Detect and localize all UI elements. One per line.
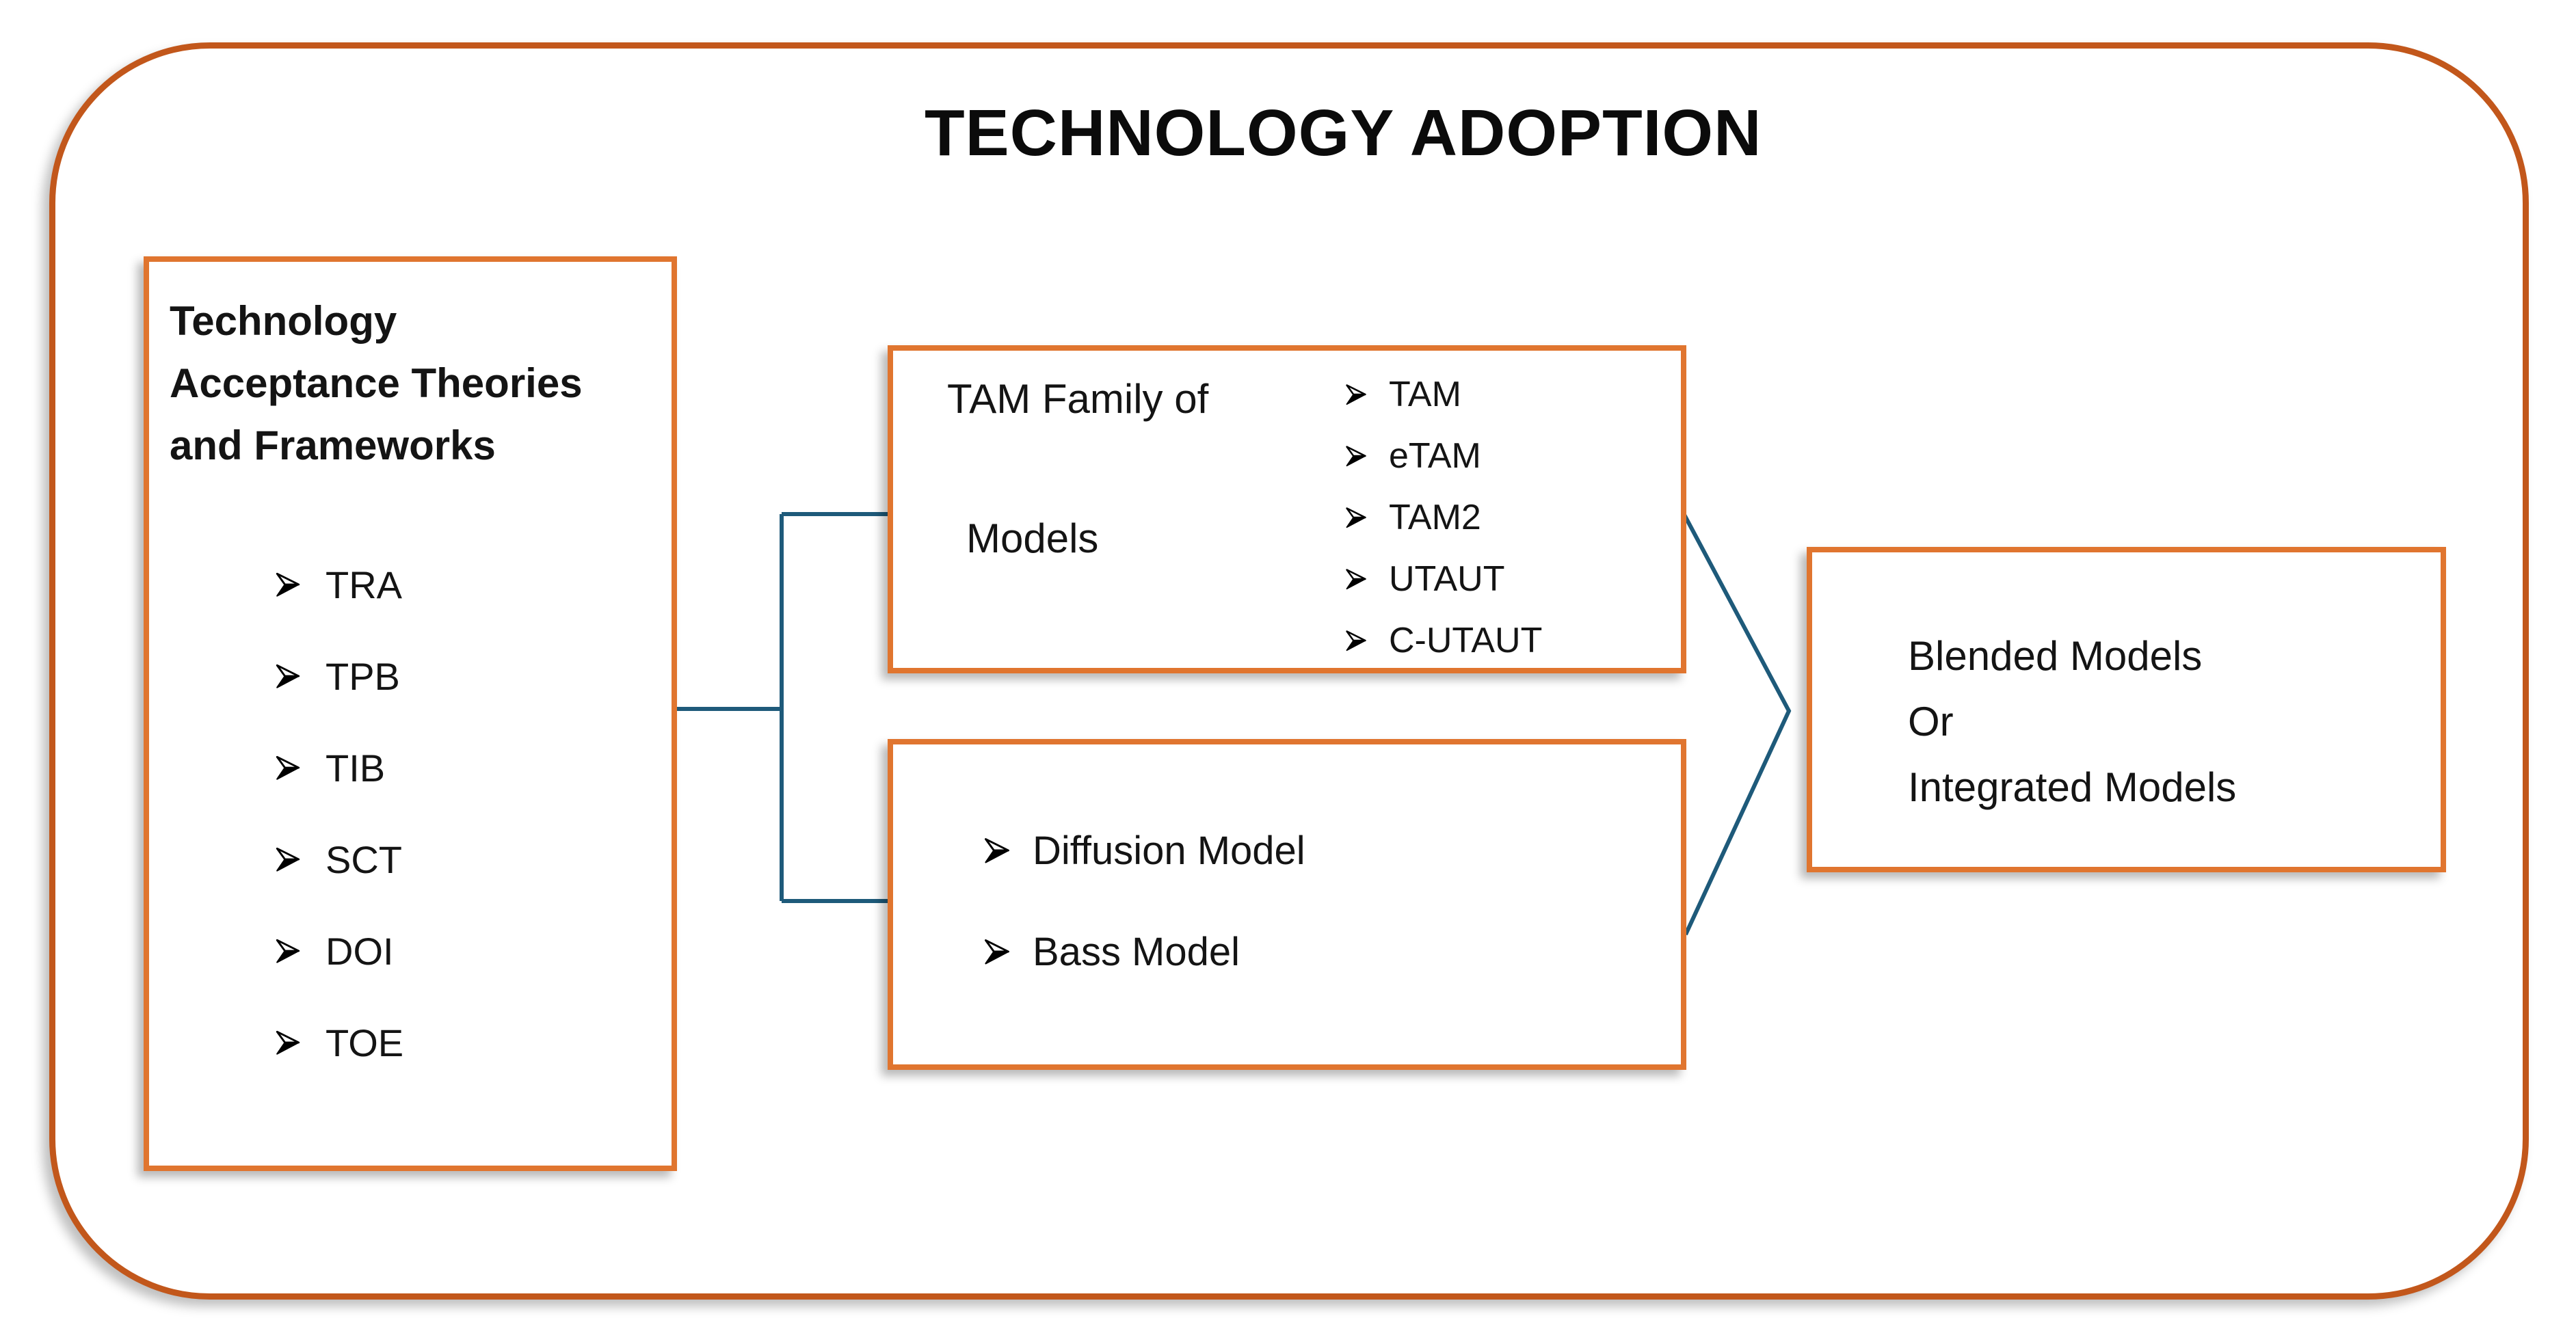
blended-text-line: Integrated Models [1908, 764, 2237, 810]
heading-line: Acceptance Theories [170, 360, 583, 406]
list-item-label: TIB [326, 746, 386, 790]
list-item: TIB [274, 722, 403, 814]
tam-label-line: Models [966, 515, 1099, 561]
arrowhead-bullet-icon [276, 847, 300, 872]
list-item-label: Diffusion Model [1033, 828, 1305, 873]
arrowhead-bullet-icon [1346, 507, 1366, 528]
list-item-label: TAM [1389, 375, 1461, 414]
arrowhead-bullet-icon [1346, 446, 1366, 467]
list-item-label: eTAM [1389, 436, 1481, 476]
arrowhead-bullet-icon [276, 1030, 300, 1055]
arrowhead-bullet-icon [276, 755, 300, 780]
tam-label-line: TAM Family of [947, 376, 1209, 422]
diffusion-models-box [888, 739, 1686, 1070]
heading-line: and Frameworks [170, 422, 496, 468]
diffusion-models-list: Diffusion Model Bass Model [982, 800, 1305, 1002]
blended-text-line: Or [1908, 699, 1954, 744]
diagram-title: TECHNOLOGY ADOPTION [925, 96, 1762, 170]
list-item-label: UTAUT [1389, 559, 1505, 599]
list-item-label: TOE [326, 1021, 404, 1064]
arrowhead-bullet-icon [1346, 384, 1366, 405]
arrowhead-bullet-icon [276, 664, 300, 688]
list-item: TAM2 [1344, 487, 1542, 548]
arrowhead-bullet-icon [985, 939, 1009, 965]
list-item-label: TAM2 [1389, 498, 1481, 537]
list-item: eTAM [1344, 425, 1542, 487]
list-item-label: SCT [326, 837, 402, 881]
acceptance-theories-heading: Technology Acceptance Theories and Frame… [170, 290, 656, 476]
list-item: Bass Model [982, 901, 1305, 1002]
list-item: DOI [274, 905, 403, 997]
tam-family-label: TAM Family of Models [947, 375, 1208, 563]
blended-models-box [1807, 547, 2446, 872]
list-item-label: C-UTAUT [1389, 621, 1543, 660]
list-item: TOE [274, 997, 403, 1088]
list-item: Diffusion Model [982, 800, 1305, 901]
list-item-label: DOI [326, 929, 394, 973]
blended-models-text: Blended Models Or Integrated Models [1908, 623, 2236, 820]
list-item: TPB [274, 630, 403, 722]
arrowhead-bullet-icon [276, 939, 300, 963]
list-item: TAM [1344, 364, 1542, 425]
list-item: TRA [274, 539, 403, 630]
list-item-label: TPB [326, 654, 400, 698]
acceptance-theories-list: TRA TPB TIB [274, 539, 403, 1088]
list-item-label: TRA [326, 563, 402, 606]
tam-family-box [888, 345, 1686, 673]
acceptance-theories-box [144, 256, 677, 1171]
arrowhead-bullet-icon [1346, 630, 1366, 651]
blended-text-line: Blended Models [1908, 633, 2203, 679]
arrowhead-bullet-icon [276, 572, 300, 597]
tam-models-list: TAM eTAM TAM2 [1344, 364, 1542, 671]
arrowhead-bullet-icon [1346, 569, 1366, 590]
list-item: C-UTAUT [1344, 610, 1542, 671]
arrowhead-bullet-icon [985, 838, 1009, 863]
list-item: UTAUT [1344, 548, 1542, 610]
heading-line: Technology [170, 298, 397, 344]
list-item: SCT [274, 814, 403, 905]
list-item-label: Bass Model [1033, 929, 1240, 974]
